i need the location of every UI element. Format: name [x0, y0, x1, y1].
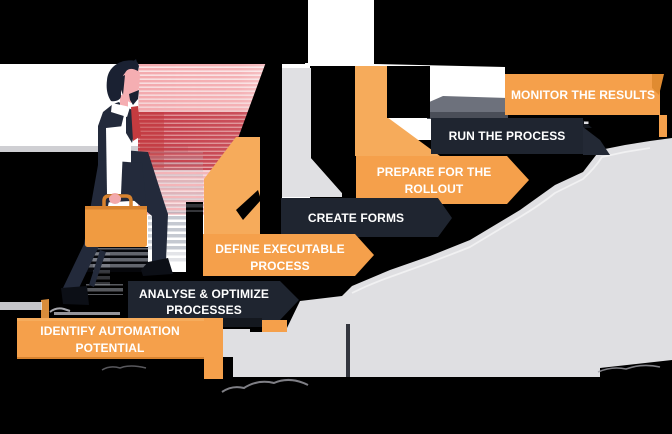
- svg-text:RUN THE PROCESS: RUN THE PROCESS: [449, 129, 566, 143]
- svg-text:IDENTIFY AUTOMATION: IDENTIFY AUTOMATION: [40, 324, 179, 338]
- svg-text:ANALYSE & OPTIMIZE: ANALYSE & OPTIMIZE: [139, 287, 269, 301]
- svg-text:PROCESS: PROCESS: [250, 259, 309, 273]
- svg-text:MONITOR THE RESULTS: MONITOR THE RESULTS: [511, 88, 655, 102]
- svg-text:PROCESSES: PROCESSES: [166, 303, 242, 317]
- svg-text:CREATE FORMS: CREATE FORMS: [308, 211, 404, 225]
- svg-text:DEFINE EXECUTABLE: DEFINE EXECUTABLE: [215, 242, 345, 256]
- svg-text:ROLLOUT: ROLLOUT: [405, 182, 464, 196]
- svg-text:PREPARE FOR THE: PREPARE FOR THE: [377, 165, 492, 179]
- svg-text:POTENTIAL: POTENTIAL: [76, 341, 145, 355]
